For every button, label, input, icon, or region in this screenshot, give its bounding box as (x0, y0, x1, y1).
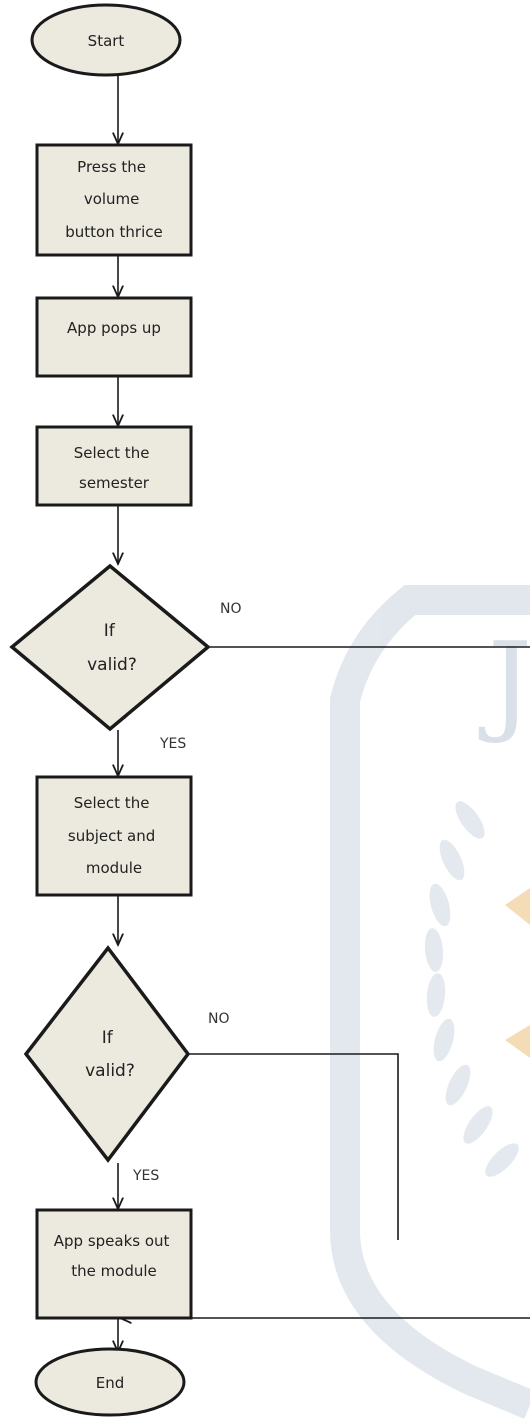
svg-text:Press the volume b: Press the volume button thrice (65, 158, 162, 241)
node-app-pops-up: App pops up (35, 296, 193, 378)
subject-line-3: module (86, 859, 142, 877)
node-end: End (34, 1347, 186, 1417)
connectors (118, 74, 530, 1352)
popup-label: App pops up (67, 319, 161, 337)
decision2-no-label: NO (208, 1011, 230, 1027)
svg-text:If valid?: If valid? (85, 1028, 135, 1081)
node-select-subject: Select the subject and module (35, 775, 193, 897)
node-decision-1: If valid? (9, 563, 211, 732)
speak-line-1: App speaks out (54, 1232, 170, 1250)
start-label: Start (88, 32, 125, 50)
decision1-no-label: NO (220, 601, 242, 617)
speak-line-2: the module (71, 1262, 157, 1280)
watermark-accent (505, 888, 530, 925)
svg-text:Select the subject and: Select the subject and module (68, 794, 160, 877)
decision2-line-1: If (102, 1028, 114, 1048)
svg-text:If valid?: If valid? (87, 621, 137, 675)
svg-text:Select the semester: Select the semester (74, 444, 154, 492)
decision1-yes-label: YES (159, 736, 186, 752)
node-app-speaks: App speaks out the module (35, 1208, 193, 1320)
node-select-semester: Select the semester (35, 425, 193, 507)
decision1-line-2: valid? (87, 655, 137, 675)
watermark-emblem: J (330, 585, 530, 1419)
press-line-2: volume (84, 190, 140, 208)
watermark-letter: J (478, 618, 530, 746)
semester-line-1: Select the (74, 444, 150, 462)
subject-line-2: subject and (68, 827, 155, 845)
wreath-leaves (424, 801, 519, 1177)
edge-decision2-no (188, 1053, 399, 1240)
node-press-volume: Press the volume button thrice (35, 143, 193, 257)
decision2-yes-label: YES (132, 1168, 159, 1184)
decision1-line-1: If (104, 621, 116, 641)
node-decision-2: If valid? (23, 945, 191, 1163)
end-label: End (96, 1374, 125, 1392)
subject-line-1: Select the (74, 794, 150, 812)
semester-line-2: semester (79, 474, 150, 492)
press-line-1: Press the (77, 158, 146, 176)
svg-text:App speaks out the modul: App speaks out the module (54, 1232, 174, 1280)
press-line-3: button thrice (65, 223, 162, 241)
decision2-line-2: valid? (85, 1061, 135, 1081)
node-start: Start (30, 3, 182, 77)
